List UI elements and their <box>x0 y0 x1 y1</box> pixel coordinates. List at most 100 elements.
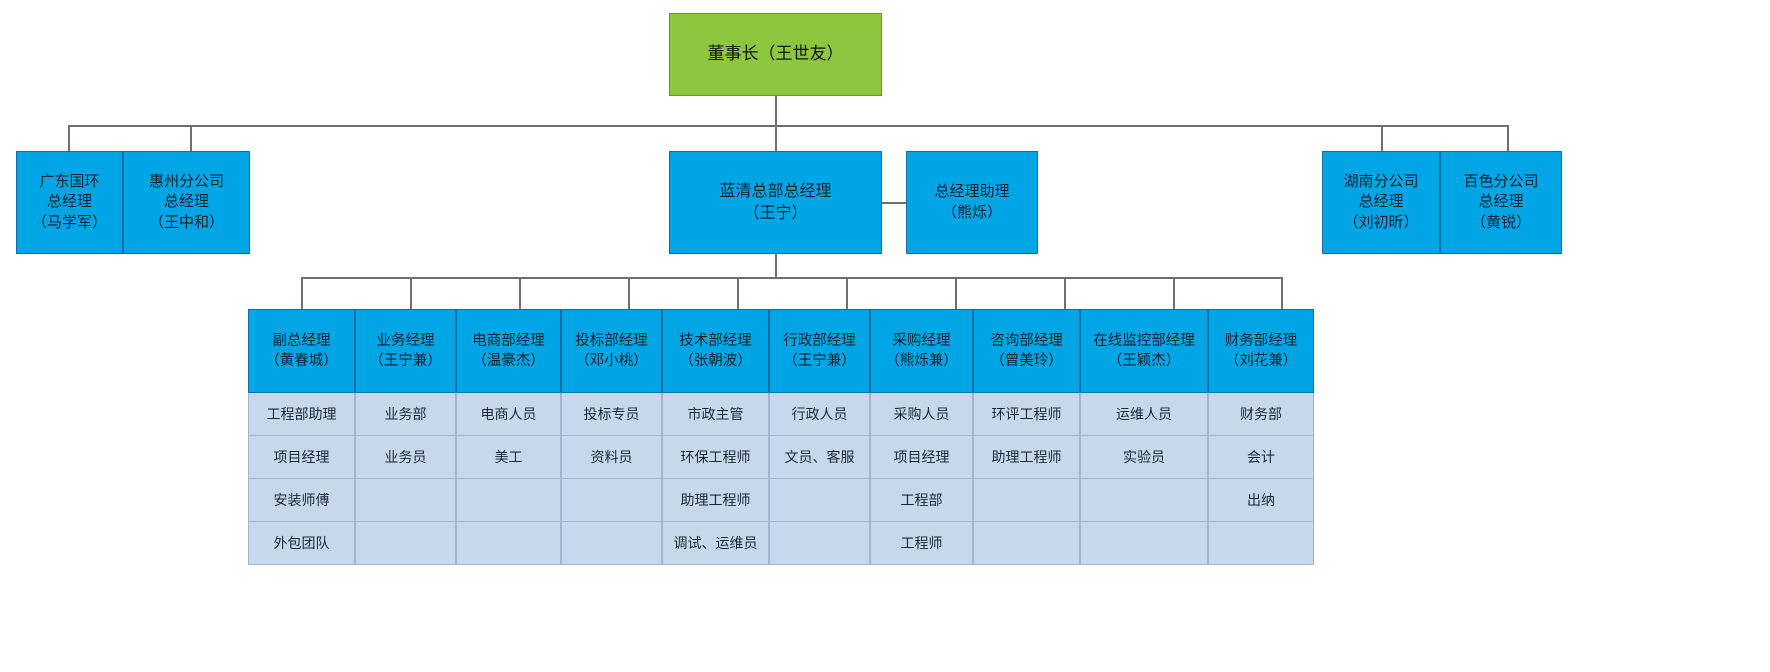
connector-drop-dept-1 <box>301 277 303 309</box>
staff-cell[interactable]: 项目经理 <box>870 436 973 479</box>
department-title: 投标部经理 <box>575 332 648 349</box>
department-column: 副总经理（黄春城）工程部助理项目经理安装师傅外包团队 <box>248 309 355 565</box>
connector-drop-hq <box>775 125 777 151</box>
department-title: 财务部经理 <box>1224 332 1298 349</box>
staff-cell-empty <box>1208 522 1314 565</box>
node-baise-gm[interactable]: 百色分公司 总经理 （黄锐） <box>1440 151 1562 254</box>
staff-cell[interactable]: 业务员 <box>355 436 456 479</box>
staff-cell[interactable]: 助理工程师 <box>662 479 769 522</box>
staff-cell[interactable]: 文员、客服 <box>769 436 870 479</box>
department-column: 采购经理（熊烁兼）采购人员项目经理工程部工程师 <box>870 309 973 565</box>
node-hunan-gm-label: 湖南分公司 总经理 （刘初昕） <box>1343 173 1419 231</box>
department-header[interactable]: 行政部经理 （王宁兼） <box>769 309 870 393</box>
staff-cell-empty <box>769 522 870 565</box>
connector-drop-huizhou <box>190 125 192 151</box>
connector-drop-dept-4 <box>628 277 630 309</box>
department-manager-name: （温豪杰） <box>472 353 545 369</box>
department-manager-name: （王宁兼） <box>783 353 856 369</box>
staff-cell[interactable]: 投标专员 <box>561 393 662 436</box>
department-column: 咨询部经理（曾美玲）环评工程师助理工程师 <box>973 309 1080 565</box>
department-title: 行政部经理 <box>783 332 856 349</box>
department-header[interactable]: 咨询部经理（曾美玲） <box>973 309 1080 393</box>
node-guangdong-gm[interactable]: 广东国环 总经理 （马学军） <box>16 151 123 254</box>
staff-cell[interactable]: 行政人员 <box>769 393 870 436</box>
department-header[interactable]: 电商部经理 （温豪杰） <box>456 309 561 393</box>
department-title: 电商部经理 <box>472 332 545 349</box>
connector-drop-dept-2 <box>410 277 412 309</box>
staff-cell[interactable]: 市政主管 <box>662 393 769 436</box>
department-title: 在线监控部经理 <box>1093 332 1195 349</box>
department-manager-name: （张朝波） <box>679 353 752 369</box>
staff-cell[interactable]: 财务部 <box>1208 393 1314 436</box>
connector-drop-hunan <box>1381 125 1383 151</box>
staff-cell[interactable]: 调试、运维员 <box>662 522 769 565</box>
staff-cell[interactable]: 实验员 <box>1080 436 1208 479</box>
department-header[interactable]: 投标部经理 （邓小桃） <box>561 309 662 393</box>
staff-cell[interactable]: 资料员 <box>561 436 662 479</box>
connector-drop-dept-10 <box>1281 277 1283 309</box>
department-title: 业务经理 <box>376 332 435 349</box>
department-header[interactable]: 副总经理（黄春城） <box>248 309 355 393</box>
staff-cell[interactable]: 助理工程师 <box>973 436 1080 479</box>
staff-cell-empty <box>1080 479 1208 522</box>
staff-cell[interactable]: 业务部 <box>355 393 456 436</box>
node-huizhou-gm[interactable]: 惠州分公司 总经理 （王中和） <box>123 151 250 254</box>
department-header[interactable]: 在线监控部经理 （王颖杰） <box>1080 309 1208 393</box>
connector-drop-dept-8 <box>1064 277 1066 309</box>
staff-cell[interactable]: 美工 <box>456 436 561 479</box>
node-lanqing-hq-gm[interactable]: 蓝清总部总经理 （王宁） <box>669 151 882 254</box>
staff-cell[interactable]: 工程部助理 <box>248 393 355 436</box>
staff-cell-empty <box>769 479 870 522</box>
staff-cell-empty <box>973 522 1080 565</box>
node-gm-assistant[interactable]: 总经理助理 （熊烁） <box>906 151 1038 254</box>
department-title: 技术部经理 <box>679 332 752 349</box>
department-manager-name: （刘花兼） <box>1224 353 1298 369</box>
node-baise-gm-label: 百色分公司 总经理 （黄锐） <box>1463 173 1539 231</box>
staff-cell-empty <box>973 479 1080 522</box>
staff-cell[interactable]: 会计 <box>1208 436 1314 479</box>
department-column: 技术部经理 （张朝波） 市政主管环保工程师助理工程师调试、运维员 <box>662 309 769 565</box>
staff-cell-empty <box>355 479 456 522</box>
staff-cell[interactable]: 采购人员 <box>870 393 973 436</box>
staff-cell[interactable]: 电商人员 <box>456 393 561 436</box>
node-hunan-gm[interactable]: 湖南分公司 总经理 （刘初昕） <box>1322 151 1440 254</box>
department-header[interactable]: 财务部经理 （刘花兼） <box>1208 309 1314 393</box>
node-huizhou-gm-label: 惠州分公司 总经理 （王中和） <box>148 173 224 231</box>
staff-cell[interactable]: 安装师傅 <box>248 479 355 522</box>
staff-cell-empty <box>561 479 662 522</box>
staff-cell-empty <box>355 522 456 565</box>
staff-cell[interactable]: 外包团队 <box>248 522 355 565</box>
department-column: 在线监控部经理 （王颖杰） 运维人员实验员 <box>1080 309 1208 565</box>
connector-drop-baise <box>1507 125 1509 151</box>
department-manager-name: （王颖杰） <box>1107 353 1181 369</box>
department-column: 电商部经理 （温豪杰） 电商人员美工 <box>456 309 561 565</box>
department-manager-name: （王宁兼） <box>369 353 442 369</box>
staff-cell[interactable]: 运维人员 <box>1080 393 1208 436</box>
staff-cell[interactable]: 工程师 <box>870 522 973 565</box>
department-grid: 副总经理（黄春城）工程部助理项目经理安装师傅外包团队业务经理（王宁兼）业务部业务… <box>248 309 1324 565</box>
node-chairman-label: 董事长（王世友） <box>707 44 844 64</box>
staff-cell[interactable]: 出纳 <box>1208 479 1314 522</box>
connector-drop-dept-3 <box>519 277 521 309</box>
connector-hq-assistant <box>882 202 906 204</box>
connector-tier2-bus <box>68 125 1509 127</box>
connector-dept-bus <box>301 277 1282 279</box>
node-lanqing-hq-gm-label: 蓝清总部总经理 （王宁） <box>719 182 832 222</box>
staff-cell[interactable]: 工程部 <box>870 479 973 522</box>
department-title: 咨询部经理 <box>990 332 1063 349</box>
department-manager-name: （黄春城） <box>265 353 338 369</box>
department-header[interactable]: 技术部经理 （张朝波） <box>662 309 769 393</box>
node-guangdong-gm-label: 广东国环 总经理 （马学军） <box>31 173 107 231</box>
node-chairman[interactable]: 董事长（王世友） <box>669 13 882 96</box>
staff-cell[interactable]: 环保工程师 <box>662 436 769 479</box>
department-manager-name: （邓小桃） <box>575 353 648 369</box>
connector-drop-dept-6 <box>846 277 848 309</box>
staff-cell[interactable]: 项目经理 <box>248 436 355 479</box>
department-column: 行政部经理 （王宁兼） 行政人员文员、客服 <box>769 309 870 565</box>
department-header[interactable]: 业务经理 （王宁兼） <box>355 309 456 393</box>
staff-cell[interactable]: 环评工程师 <box>973 393 1080 436</box>
staff-cell-empty <box>456 522 561 565</box>
staff-cell-empty <box>1080 522 1208 565</box>
department-header[interactable]: 采购经理（熊烁兼） <box>870 309 973 393</box>
